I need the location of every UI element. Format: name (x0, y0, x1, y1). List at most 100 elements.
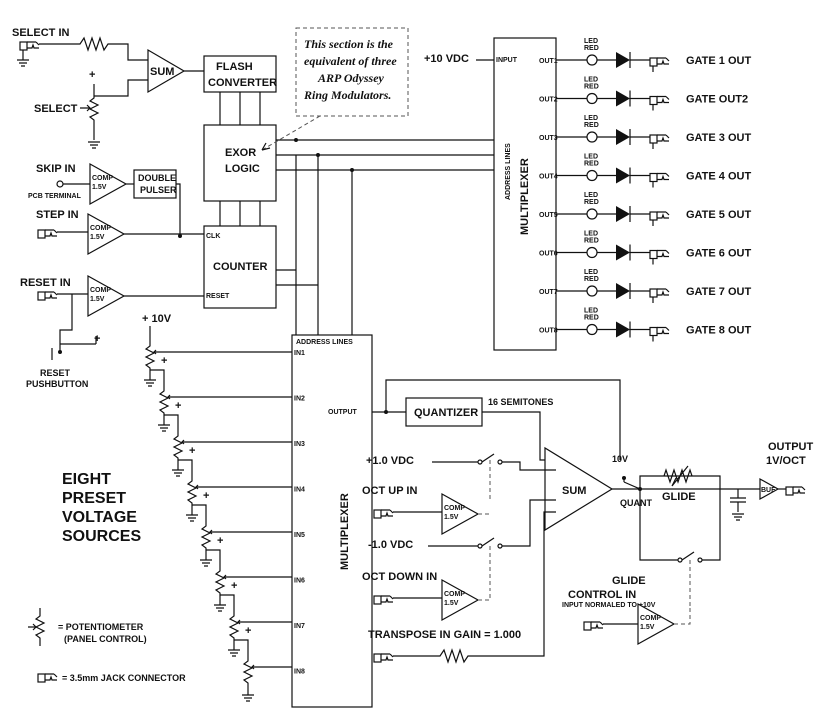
output-label-2: 1V/OCT (766, 455, 806, 467)
svg-text:COMP: COMP (90, 225, 111, 232)
preset-pot-4: + (185, 475, 292, 522)
select-in-resistor (39, 36, 148, 61)
svg-text:QUANTIZER: QUANTIZER (414, 407, 478, 419)
svg-text:COMP: COMP (92, 175, 113, 182)
glide-capacitor (730, 489, 746, 512)
oct-down-jack (373, 595, 394, 605)
out-label-8: OUT8 (539, 328, 558, 335)
gate-jack-2 (649, 95, 670, 106)
mux-input-label-4: IN4 (294, 487, 305, 494)
svg-text:+: + (94, 333, 100, 345)
svg-text:RESET: RESET (40, 368, 71, 378)
svg-text:COMP: COMP (444, 505, 465, 512)
gate-out-label-4: GATE 4 OUT (686, 171, 751, 183)
output-label-1: OUTPUT (768, 441, 814, 453)
gate-jack-1 (649, 57, 670, 67)
gate-jack-6 (649, 249, 670, 260)
mux-input-label-7: IN7 (294, 623, 305, 630)
svg-text:+: + (203, 490, 209, 502)
led-red-icon (586, 285, 598, 297)
svg-text:COMP: COMP (90, 287, 111, 294)
gate-out-label-1: GATE 1 OUT (686, 55, 751, 67)
svg-text:(PANEL CONTROL): (PANEL CONTROL) (64, 634, 147, 644)
diode-icon (616, 244, 630, 261)
oct-up-comparator (441, 492, 480, 536)
svg-text:PUSHBUTTON: PUSHBUTTON (26, 379, 88, 389)
gate-out-label-5: GATE 5 OUT (686, 209, 751, 221)
svg-text:RED: RED (584, 238, 599, 245)
preset-multiplexer-box (291, 334, 373, 708)
oct-down-in-label: OCT DOWN IN (362, 571, 437, 583)
preset-pot-6: + (213, 565, 292, 612)
flash-converter-box (203, 55, 277, 93)
svg-text:ADDRESS LINES: ADDRESS LINES (296, 339, 353, 346)
svg-text:INPUT NORMALED TO +10V: INPUT NORMALED TO +10V (562, 602, 656, 609)
svg-text:+: + (245, 625, 251, 637)
legend-potentiometer-symbol (34, 608, 46, 646)
svg-text:LED: LED (584, 231, 598, 238)
led-red-icon (586, 208, 598, 220)
glide-control-jack (583, 621, 604, 631)
gate-out-label-2: GATE OUT2 (686, 94, 748, 106)
svg-text:COUNTER: COUNTER (213, 261, 267, 273)
svg-text:1.5V: 1.5V (444, 514, 459, 521)
select-potentiometer (88, 84, 100, 140)
oct-down-comparator (441, 578, 480, 622)
svg-text:+: + (89, 69, 95, 81)
svg-text:QUANT: QUANT (620, 498, 652, 508)
select-label: SELECT (34, 103, 78, 115)
svg-text:10V: 10V (612, 454, 628, 464)
oct-up-in-label: OCT UP IN (362, 485, 417, 497)
svg-text:+: + (161, 355, 167, 367)
svg-text:RED: RED (584, 84, 599, 91)
note-line-4: Ring Modulators. (303, 88, 391, 102)
glide-control-label-1: GLIDE (612, 575, 646, 587)
diode-icon (616, 129, 630, 145)
svg-text:LED: LED (584, 115, 598, 122)
out-label-2: OUT2 (539, 97, 558, 104)
svg-text:1.5V: 1.5V (92, 184, 107, 191)
svg-text:MULTIPLEXER: MULTIPLEXER (519, 158, 531, 235)
glide-resistor (663, 468, 693, 484)
skip-in-label: SKIP IN (36, 163, 76, 175)
svg-text:SUM: SUM (562, 485, 586, 497)
preset-pot-3: + (171, 430, 292, 477)
plus-10vdc-label: +10 VDC (424, 53, 469, 65)
quantizer-box (405, 397, 483, 427)
diode-icon (616, 206, 630, 222)
note-line-3: ARP Odyssey (317, 71, 385, 85)
diode-icon (616, 90, 630, 107)
svg-text:PULSER: PULSER (140, 185, 177, 195)
svg-text:LED: LED (584, 154, 598, 161)
svg-text:+: + (175, 400, 181, 412)
diode-icon (616, 52, 630, 68)
preset-pot-5: + (199, 520, 292, 567)
glide-control-label-2: CONTROL IN (568, 589, 636, 601)
select-in-jack (19, 41, 40, 51)
transpose-resistor (393, 511, 556, 664)
step-comparator (87, 212, 126, 256)
svg-text:CONVERTER: CONVERTER (208, 77, 277, 89)
output-buffer (759, 477, 780, 501)
svg-text:RED: RED (584, 161, 599, 168)
mux-input-label-2: IN2 (294, 396, 305, 403)
svg-text:LED: LED (584, 308, 598, 315)
led-red-icon (586, 169, 598, 182)
gate-jack-4 (649, 172, 670, 183)
skip-in-terminal (56, 180, 64, 188)
gate-jack-3 (649, 134, 670, 144)
output-jack (785, 486, 806, 496)
svg-text:RED: RED (584, 199, 599, 206)
skip-comparator (89, 162, 128, 206)
out-label-1: OUT1 (539, 58, 558, 65)
svg-text:CLK: CLK (206, 233, 220, 240)
led-red-icon (586, 92, 598, 105)
out-label-4: OUT4 (539, 174, 558, 181)
